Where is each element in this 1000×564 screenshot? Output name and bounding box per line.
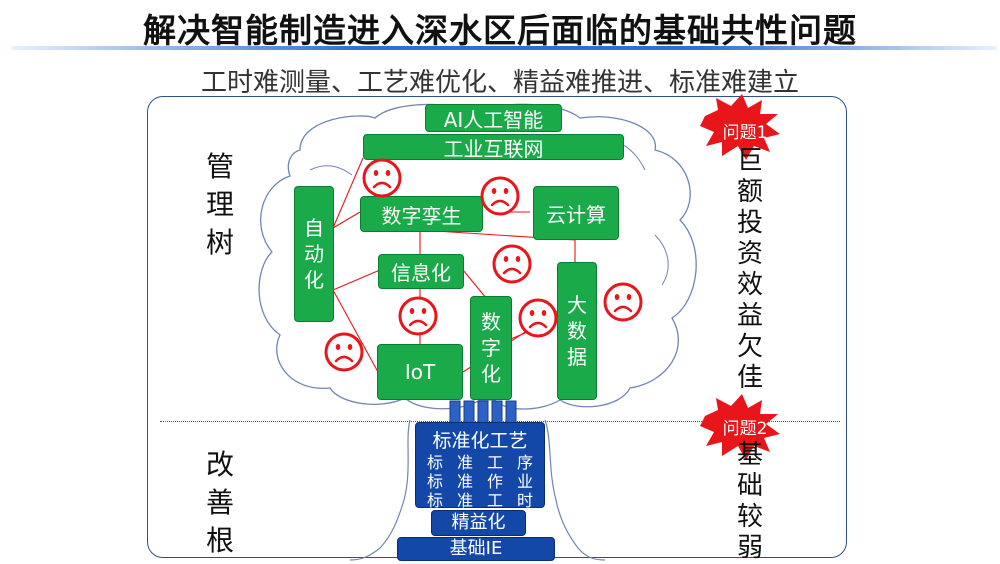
std-row-2: 标准作业 (426, 472, 533, 491)
section-divider (160, 421, 840, 422)
box-industrial-internet: 工业互联网 (363, 134, 624, 161)
label-improvement-root: 改善根 (205, 448, 234, 557)
problem-1-badge: 问题1 (722, 123, 768, 143)
problem-2-text: 基础较弱 (736, 440, 763, 563)
box-basic-ie: 基础IE (397, 537, 555, 561)
box-automation: 自动化 (294, 186, 334, 322)
box-standardized-process: 标准化工艺 标准工序 标准作业 标准工时 (415, 422, 545, 510)
explosion-badge-icon (700, 394, 780, 460)
std-row-3: 标准工时 (426, 491, 533, 510)
box-digital-twin: 数字孪生 (360, 196, 483, 232)
box-lean: 精益化 (431, 510, 526, 536)
std-header: 标准化工艺 (432, 430, 528, 452)
problem-2-badge: 问题2 (722, 419, 768, 439)
trunk-right-outline (544, 419, 606, 561)
title-underline (12, 46, 997, 50)
explosion-badge-icon (700, 94, 780, 160)
box-big-data: 大数据 (557, 262, 597, 400)
page-subtitle: 工时难测量、工艺难优化、精益难推进、标准难建立 (200, 68, 799, 98)
trunk-left-outline (349, 419, 411, 561)
label-management-tree: 管理树 (205, 150, 234, 259)
box-digitalization: 数字化 (470, 296, 512, 400)
problem-1-text: 巨额投资效益欠佳 (736, 146, 763, 393)
box-ai: AI人工智能 (425, 104, 562, 132)
std-row-1: 标准工序 (426, 453, 533, 472)
box-informatization: 信息化 (378, 254, 464, 289)
box-cloud-computing: 云计算 (533, 186, 619, 240)
page-title: 解决智能制造进入深水区后面临的基础共性问题 (143, 11, 857, 50)
box-iot: IoT (377, 344, 463, 400)
